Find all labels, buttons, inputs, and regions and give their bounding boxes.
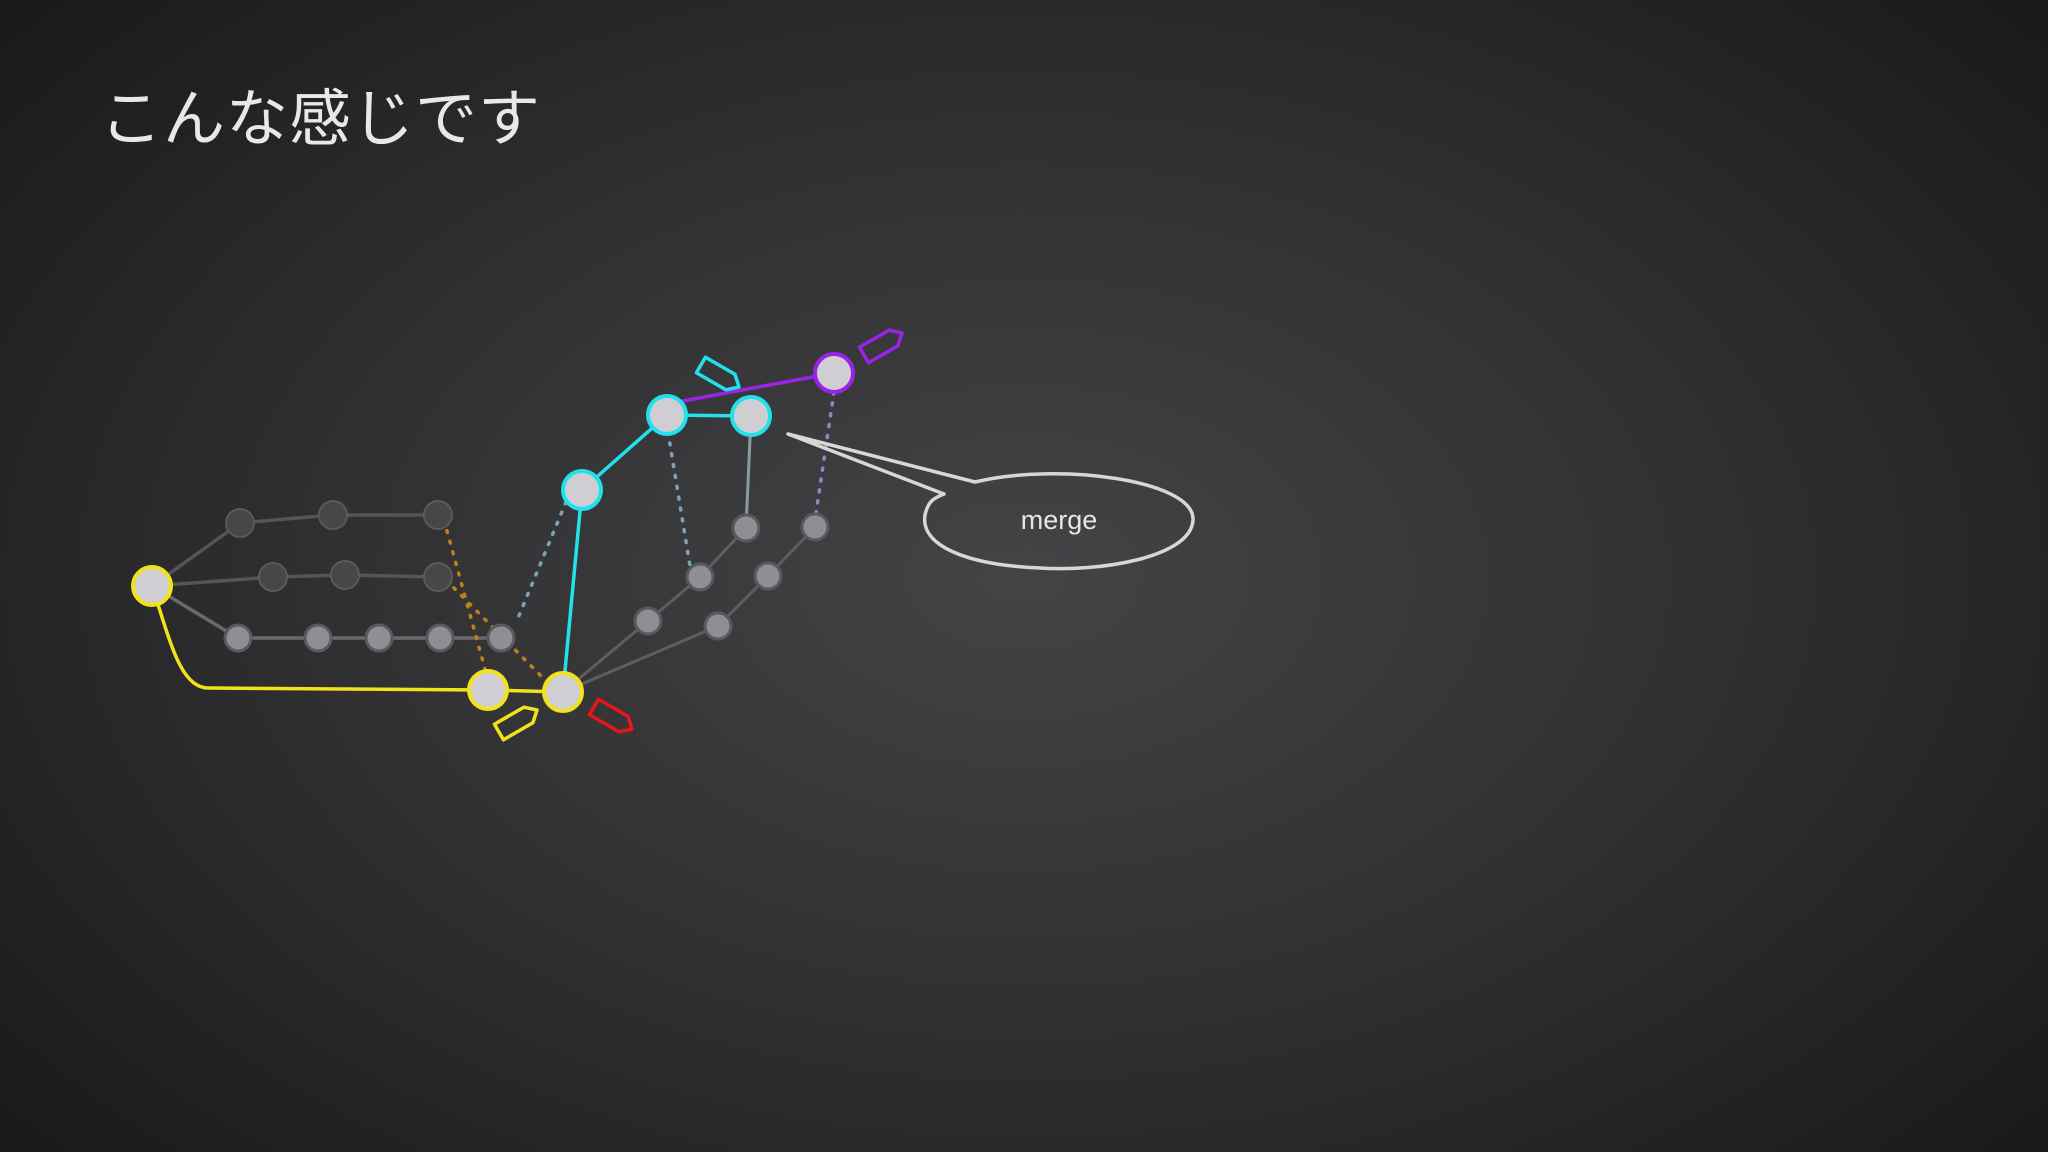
commit-node — [561, 469, 603, 511]
commit-node — [258, 562, 288, 592]
commit-node — [542, 671, 584, 713]
callout-text: merge — [1021, 505, 1098, 535]
commit-node — [467, 669, 509, 711]
merge-commit-node — [730, 395, 772, 437]
commit-node — [425, 623, 455, 653]
cyan-commit-nodes — [561, 394, 772, 511]
yellow-tag-icon — [492, 705, 539, 742]
callout-bubble-shape — [786, 432, 1195, 571]
commit-node — [633, 606, 663, 636]
dark-commit-nodes — [225, 500, 453, 592]
slide-title: こんな感じです — [100, 82, 542, 155]
commit-node — [330, 560, 360, 590]
commit-node — [685, 562, 715, 592]
mid-commit-nodes — [223, 512, 830, 653]
merge-callout: merge — [786, 432, 1195, 571]
red-tag-icon — [587, 697, 634, 734]
purple-branch-edge — [671, 371, 835, 405]
commit-node — [223, 623, 253, 653]
commit-node — [486, 623, 516, 653]
commit-node — [364, 623, 394, 653]
cyan-tag-icon — [694, 355, 741, 392]
dark-branch-edges — [150, 513, 439, 588]
commit-node — [731, 513, 761, 543]
commit-node — [703, 611, 733, 641]
purple-tag-icon — [857, 328, 904, 365]
commit-node — [303, 623, 333, 653]
commit-node — [753, 561, 783, 591]
commit-node — [225, 508, 255, 538]
commit-node — [318, 500, 348, 530]
yellow-commit-nodes — [131, 565, 584, 713]
commit-node — [646, 394, 688, 436]
purple-commit-node — [813, 352, 855, 394]
root-commit-node — [131, 565, 173, 607]
commit-node — [423, 562, 453, 592]
yellow-branch-edge — [150, 585, 564, 694]
commit-node — [800, 512, 830, 542]
commit-node — [423, 500, 453, 530]
